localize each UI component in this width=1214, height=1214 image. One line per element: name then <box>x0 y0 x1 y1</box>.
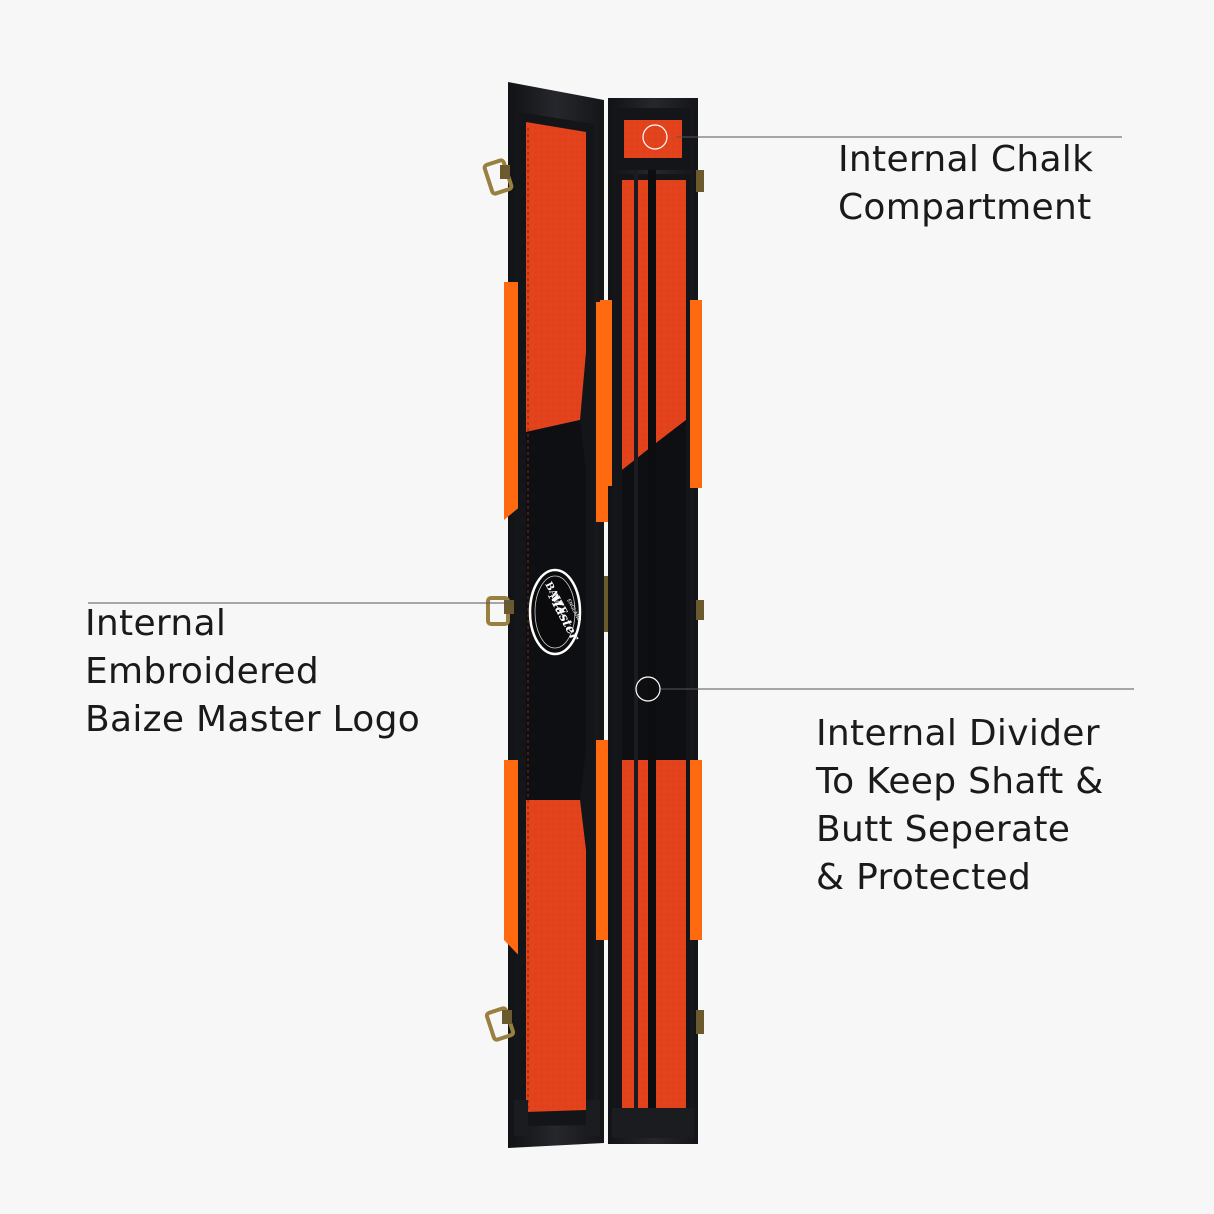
callout-chalk-compartment: Internal Chalk Compartment <box>838 136 1093 232</box>
case-base-right <box>600 98 704 1144</box>
callout-line: Internal Chalk <box>838 139 1094 180</box>
callout-chalk-pointer <box>642 124 1122 150</box>
latch-icon <box>482 158 514 196</box>
marker-circle <box>642 124 668 150</box>
internal-divider <box>648 170 656 1120</box>
lining-orange <box>526 122 586 432</box>
lining-orange <box>526 800 586 1112</box>
callout-line: Baize Master Logo <box>85 699 421 740</box>
callout-internal-divider: Internal Divider To Keep Shaft & Butt Se… <box>816 710 1104 902</box>
callout-line: Internal <box>85 603 227 644</box>
callout-line: To Keep Shaft & <box>816 761 1104 802</box>
callout-line: Butt Seperate <box>816 809 1071 850</box>
latch-icon <box>484 1006 516 1042</box>
callout-divider-pointer <box>635 676 1134 702</box>
callout-line: Compartment <box>838 187 1092 228</box>
hinge <box>604 576 610 632</box>
callout-line: & Protected <box>816 857 1032 898</box>
callout-line: Embroidered <box>85 651 320 692</box>
callout-embroidered-logo: Internal Embroidered Baize Master Logo <box>85 600 420 744</box>
marker-circle <box>635 676 661 702</box>
chalk-compartment <box>624 120 682 158</box>
baize-master-logo: BAIZE Master ENGLAND <box>528 568 582 656</box>
callout-line: Internal Divider <box>816 713 1100 754</box>
latch-icon <box>486 596 514 626</box>
